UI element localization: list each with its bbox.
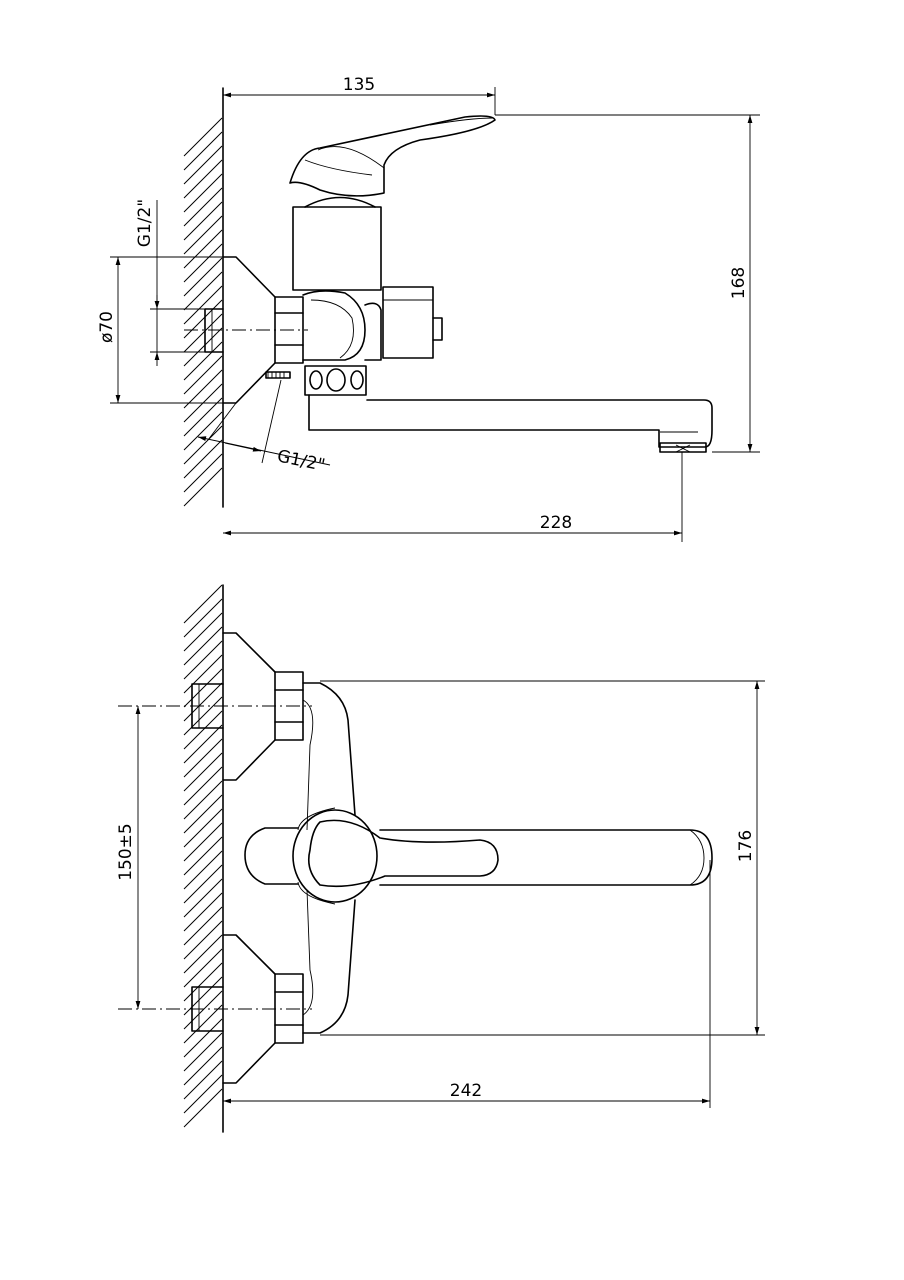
hatch-line <box>183 682 223 722</box>
hatch-line <box>183 187 223 227</box>
hatch-line <box>183 313 223 353</box>
hatch-line <box>183 145 223 185</box>
wall-top <box>183 584 224 1133</box>
hatch-line <box>183 626 223 666</box>
hatch-line <box>183 836 223 876</box>
hatch-line <box>183 1074 223 1114</box>
hatch-line <box>183 355 223 395</box>
dimension-135: 135 <box>223 75 496 115</box>
hatch-line <box>183 766 223 806</box>
hatch-line <box>183 724 223 764</box>
hatch-line <box>183 1046 223 1086</box>
hatch-line <box>183 822 223 862</box>
hatch-line <box>183 990 223 1030</box>
hatch-line <box>183 934 223 974</box>
dimension-150-label: 150±5 <box>116 823 136 881</box>
dimension-168: 168 <box>495 114 760 453</box>
hatch-line <box>183 453 223 493</box>
hatch-line <box>183 425 223 465</box>
dimension-228: 228 <box>223 452 683 542</box>
hatch-line <box>183 201 223 241</box>
dimension-thread-top-label: G1/2" <box>135 199 155 247</box>
hatch-line <box>183 710 223 750</box>
hatch-line <box>183 920 223 960</box>
dimension-176-label: 176 <box>736 830 756 862</box>
hatch-line <box>183 467 223 507</box>
hatch-line <box>183 1004 223 1044</box>
hatch-line <box>183 131 223 171</box>
hatch-line <box>183 117 223 157</box>
hatch-line <box>183 229 223 269</box>
hatch-line <box>183 327 223 367</box>
hatch-line <box>183 598 223 638</box>
dimension-242: 242 <box>223 860 711 1108</box>
hatch-line <box>183 159 223 199</box>
hatch-line <box>183 411 223 451</box>
hatch-line <box>183 752 223 792</box>
hatch-line <box>183 1032 223 1072</box>
hatch-line <box>183 864 223 904</box>
hatch-line <box>183 850 223 890</box>
dimension-176: 176 <box>320 680 765 1036</box>
dimension-flange-diameter: ø70 <box>97 256 236 404</box>
hatch-line <box>183 668 223 708</box>
hatch-line <box>183 612 223 652</box>
hatch-line <box>183 369 223 409</box>
hatch-line <box>183 299 223 339</box>
hatch-line <box>183 243 223 283</box>
top-view: 150±5 176 242 <box>116 584 765 1133</box>
hatch-line <box>183 439 223 479</box>
mixer-body-side <box>289 115 713 453</box>
hatch-line <box>183 1060 223 1100</box>
hatch-line <box>183 1018 223 1058</box>
hatch-line <box>183 1088 223 1128</box>
dimension-135-label: 135 <box>343 75 375 95</box>
hatch-line <box>183 878 223 918</box>
dimension-thread-top: G1/2" <box>135 199 205 366</box>
hatch-line <box>183 794 223 834</box>
hatch-line <box>183 696 223 736</box>
hatch-line <box>183 257 223 297</box>
dimension-thread-bottom-label: G1/2" <box>275 446 326 476</box>
hatch-line <box>183 808 223 848</box>
hatch-line <box>183 654 223 694</box>
dimension-flange-label: ø70 <box>97 311 117 343</box>
hatch-line <box>183 271 223 311</box>
hatch-line <box>183 215 223 255</box>
hatch-line <box>183 173 223 213</box>
hatch-line <box>183 640 223 680</box>
hatch-line <box>183 584 223 624</box>
mixer-body-top <box>244 682 713 1034</box>
dimension-242-label: 242 <box>450 1081 482 1101</box>
hatch-line <box>183 285 223 325</box>
dimension-150: 150±5 <box>116 706 141 1009</box>
hatch-line <box>183 780 223 820</box>
hatch-line <box>183 906 223 946</box>
hatch-line <box>183 948 223 988</box>
dimension-228-label: 228 <box>540 513 572 533</box>
hatch-line <box>183 892 223 932</box>
hatch-line <box>183 341 223 381</box>
side-view: 135 168 G1/2" ø70 <box>97 75 760 542</box>
hatch-line <box>183 397 223 437</box>
dimension-168-label: 168 <box>729 267 749 299</box>
wall-side <box>183 87 224 508</box>
hatch-line <box>183 962 223 1002</box>
hatch-line <box>183 738 223 778</box>
